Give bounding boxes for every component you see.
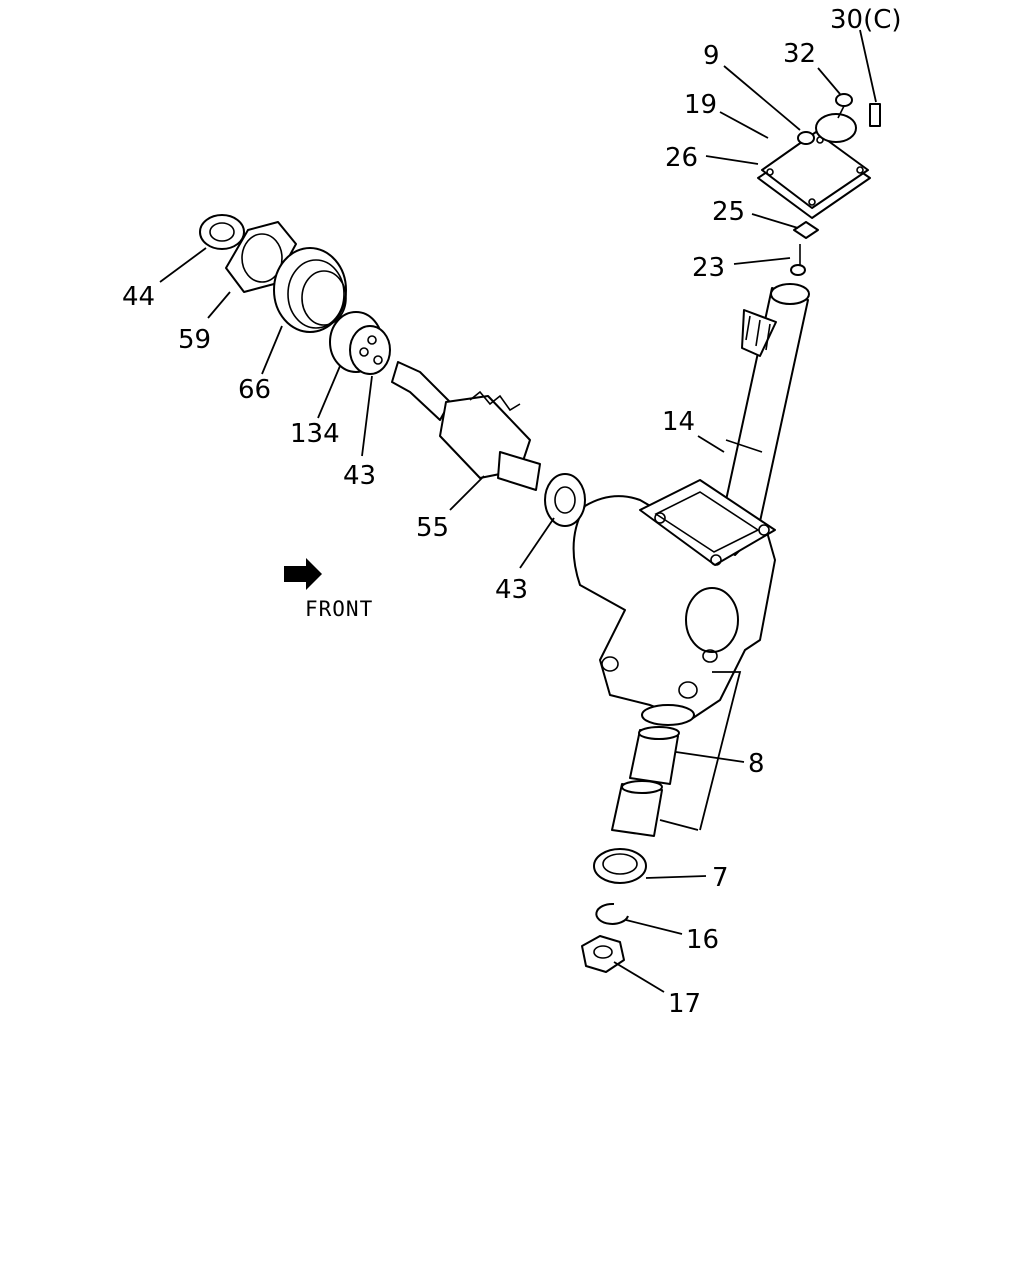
tooth-line: [745, 315, 751, 341]
callout-59: 59: [178, 325, 211, 355]
nut-17: [581, 935, 625, 973]
leader-44: [159, 247, 207, 283]
callout-14: 14: [662, 407, 695, 437]
callout-9: 9: [703, 41, 720, 71]
leader-55: [449, 475, 485, 511]
shaft-step: [725, 439, 763, 453]
bearing-43-lower: [544, 473, 586, 527]
screw-23-head: [790, 264, 806, 276]
callout-23: 23: [692, 253, 725, 283]
callout-19: 19: [684, 90, 717, 120]
cover-bolt-hole: [808, 198, 816, 206]
leader-25: [751, 213, 799, 229]
leader-7: [645, 875, 707, 879]
callout-8: 8: [748, 749, 765, 779]
callout-44: 44: [122, 282, 155, 312]
leader-8b: [659, 819, 699, 831]
callout-43a: 43: [343, 461, 376, 491]
callout-66: 66: [238, 375, 271, 405]
bearing-44: [199, 214, 245, 250]
flange-bolt-hole: [758, 524, 770, 536]
bushings-8: [611, 726, 680, 837]
end-cover: [685, 587, 739, 653]
adjuster-66-thread: [287, 259, 345, 329]
callout-17: 17: [668, 989, 701, 1019]
housing-top-flange: [639, 479, 776, 566]
mount-hole: [678, 681, 698, 699]
leader-26: [705, 155, 759, 165]
front-label: FRONT: [305, 597, 373, 621]
callout-25: 25: [712, 197, 745, 227]
cover-bolt-hole: [856, 166, 864, 174]
ball-nut-teeth: [469, 390, 521, 412]
flange-bolt-hole: [654, 512, 666, 524]
cover-plate-assembly: [757, 93, 881, 276]
shaft-top: [770, 283, 810, 305]
leader-43a: [361, 375, 373, 457]
bearing-ball: [373, 355, 383, 365]
adjuster-boss: [815, 113, 857, 143]
mount-hole: [702, 649, 718, 663]
worm-assembly: [199, 214, 586, 527]
snap-ring-16: [595, 902, 629, 925]
cover-19: [761, 131, 869, 209]
locknut-59-hole: [241, 233, 283, 283]
bearing-43-lower-inner: [554, 486, 576, 514]
bearing-44-inner: [209, 222, 235, 242]
flange-bolt-hole: [710, 554, 722, 566]
callout-16: 16: [686, 925, 719, 955]
adjuster-stem: [837, 105, 845, 119]
bushing-lower-top: [621, 780, 663, 794]
bearing-43-upper: [349, 325, 391, 375]
bolt-30: [869, 103, 881, 127]
flange-opening: [654, 491, 760, 553]
leader-16: [625, 919, 683, 935]
leader-66: [261, 325, 283, 375]
housing-bore: [641, 704, 695, 726]
adjuster-66-bore: [301, 270, 347, 326]
mount-hole: [601, 656, 619, 672]
leader-lines: [159, 29, 877, 993]
leader-14: [697, 435, 725, 453]
worm-shaft-input: [391, 361, 451, 421]
callout-labels: 30(C) 32 9 19 26 25 23 14 44 59 66 134 4…: [122, 5, 902, 1019]
leader-9: [723, 65, 801, 131]
sector-teeth: [741, 309, 777, 357]
leader-8a: [675, 751, 745, 763]
callout-32: 32: [783, 39, 816, 69]
tooth-line: [755, 319, 761, 347]
worm-shaft-end: [497, 451, 541, 491]
bearing-ball: [367, 335, 377, 345]
callout-26: 26: [665, 143, 698, 173]
callout-7: 7: [712, 863, 729, 893]
washer-25: [793, 221, 819, 239]
tooth-line: [765, 323, 771, 351]
bearing-ball: [359, 347, 369, 357]
leader-134: [317, 365, 341, 419]
leader-30: [859, 29, 877, 103]
front-indicator: FRONT: [284, 558, 373, 621]
leader-43b: [519, 517, 555, 569]
seal-7-inner: [602, 853, 638, 875]
nut-17-hole: [593, 945, 613, 959]
callout-30: 30(C): [830, 5, 902, 35]
leader-32: [817, 67, 841, 95]
callout-55: 55: [416, 513, 449, 543]
leader-8-bracket: [699, 671, 742, 831]
nut-32: [835, 93, 853, 107]
callout-43b: 43: [495, 575, 528, 605]
front-arrow-icon: [284, 558, 322, 590]
plug-9: [797, 131, 815, 145]
gear-housing: [572, 479, 776, 726]
bushing-upper-top: [638, 726, 680, 740]
leader-19: [719, 111, 769, 139]
callout-134: 134: [290, 419, 340, 449]
lower-parts: [581, 848, 647, 973]
leader-17: [613, 961, 665, 993]
leader-59: [207, 291, 231, 319]
leader-23: [733, 257, 791, 265]
cover-bolt-hole: [766, 168, 774, 176]
